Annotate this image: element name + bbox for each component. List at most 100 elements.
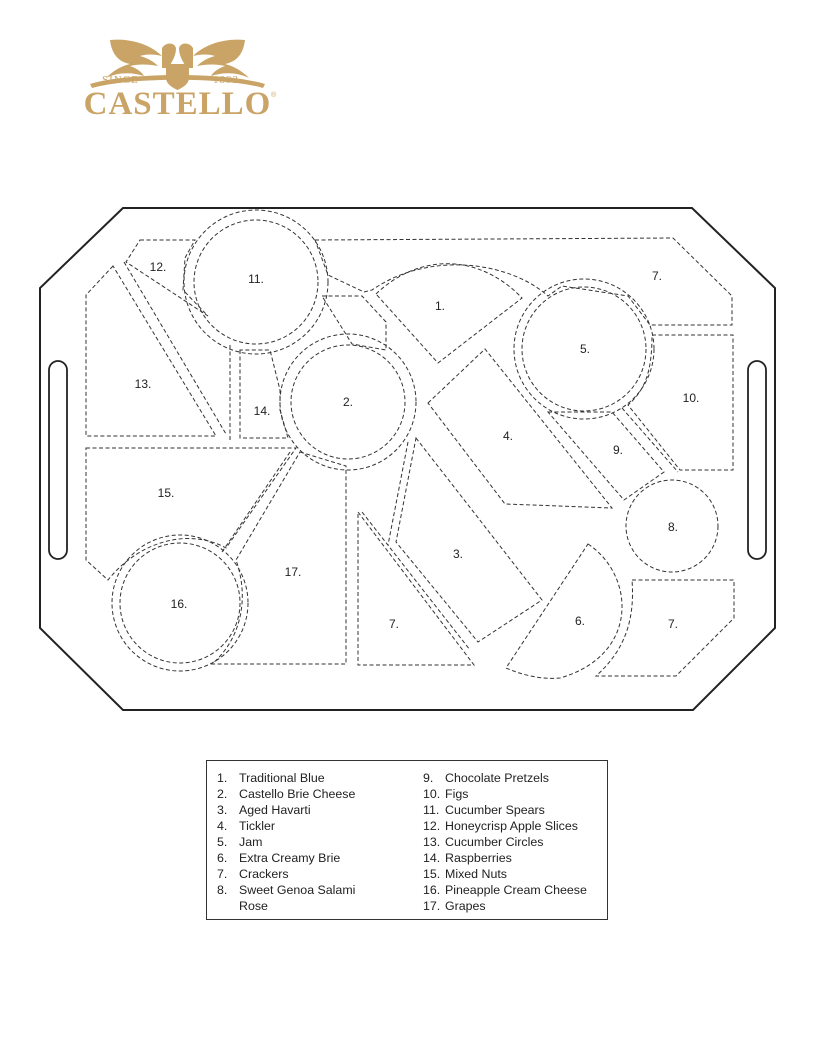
legend-number: 16.	[423, 883, 441, 897]
legend-text: Castello Brie Cheese	[239, 787, 356, 801]
logo-since-text: SINCE	[102, 74, 139, 86]
tray-label-6: 6.	[575, 614, 585, 628]
legend-text: Extra Creamy Brie	[239, 851, 341, 865]
legend-text: Mixed Nuts	[445, 867, 507, 881]
griffin-crest-icon	[90, 39, 265, 90]
legend-item: 1. Traditional Blue	[217, 770, 355, 786]
region-15	[85, 447, 297, 581]
legend-column-left: 1. Traditional Blue 2. Castello Brie Chees…	[217, 770, 355, 914]
region-5	[521, 286, 647, 412]
legend-text: Figs	[445, 787, 469, 801]
legend-item: 9. Chocolate Pretzels	[423, 770, 587, 786]
legend-number: 1.	[217, 771, 228, 785]
tray-label-2: 2.	[343, 395, 353, 409]
region-small-connector	[321, 295, 387, 351]
tray-outline	[39, 207, 776, 711]
tray-label-11: 11.	[248, 272, 264, 286]
left-handle	[48, 360, 68, 560]
legend-box: 1. Traditional Blue 2. Castello Brie Chees…	[206, 760, 608, 920]
legend-number: 3.	[217, 803, 228, 817]
legend-text: Grapes	[445, 899, 486, 913]
legend-number: 6.	[217, 851, 228, 865]
castello-logo: SINCE 1893 CASTELLO ®	[70, 34, 285, 126]
registered-mark: ®	[271, 92, 277, 99]
legend-text: Tickler	[239, 819, 276, 833]
legend-item: 12.Honeycrisp Apple Slices	[423, 818, 587, 834]
tray-label-16: 16.	[171, 597, 188, 611]
legend-number: 11.	[423, 803, 440, 817]
legend-number: 17.	[423, 899, 441, 913]
legend-item: 2. Castello Brie Cheese	[217, 786, 355, 802]
tray-label-17: 17.	[285, 565, 302, 579]
legend-text: Cucumber Spears	[445, 803, 545, 817]
tray-label-7-middle: 7.	[389, 617, 399, 631]
region-7-middle	[357, 510, 476, 666]
region-17	[210, 451, 347, 665]
legend-text: Traditional Blue	[239, 771, 325, 785]
legend-text: Crackers	[239, 867, 289, 881]
legend-text: Sweet Genoa Salami	[239, 883, 356, 897]
legend-item: 15. Mixed Nuts	[423, 866, 587, 882]
legend-item: 5. Jam	[217, 834, 355, 850]
legend-text: Chocolate Pretzels	[445, 771, 549, 785]
legend-item: 14.Raspberries	[423, 850, 587, 866]
legend-item: 4. Tickler	[217, 818, 355, 834]
legend-number: 5.	[217, 835, 228, 849]
tray-label-3: 3.	[453, 547, 463, 561]
region-9	[546, 411, 665, 501]
right-handle	[747, 360, 767, 560]
tray-label-12: 12.	[150, 260, 167, 274]
legend-item: 13.Cucumber Circles	[423, 834, 587, 850]
tray-label-7-lower-right: 7.	[668, 617, 678, 631]
legend-item: 10. Figs	[423, 786, 587, 802]
legend-number: 9.	[423, 771, 434, 785]
region-10-border	[621, 407, 679, 473]
legend-number: 14.	[423, 851, 441, 865]
legend-number: 15.	[423, 867, 441, 881]
tray-label-14: 14.	[254, 404, 271, 418]
legend-number: 8.	[217, 883, 228, 897]
tray-label-15: 15.	[158, 486, 175, 500]
region-5-outer	[513, 278, 655, 420]
legend-text-continuation: Rose	[239, 899, 268, 913]
legend-item: 8. Sweet Genoa Salami	[217, 882, 355, 898]
region-3	[395, 436, 543, 643]
legend-item: 11. Cucumber Spears	[423, 802, 587, 818]
tray-label-9: 9.	[613, 443, 623, 457]
tray-label-4: 4.	[503, 429, 513, 443]
tray-label-13: 13.	[135, 377, 152, 391]
region-10	[627, 334, 734, 471]
logo-year-text: 1893	[213, 74, 239, 86]
region-6	[505, 543, 623, 679]
legend-item: 16.Pineapple Cream Cheese	[423, 882, 587, 898]
region-11	[193, 219, 319, 345]
region-16-outer	[111, 534, 249, 672]
legend-number: 2.	[217, 787, 228, 801]
region-7-middle-border	[361, 511, 471, 651]
region-2-outer	[279, 333, 417, 471]
legend-number: 10.	[423, 787, 441, 801]
region-16	[119, 542, 241, 664]
tray-label-10: 10.	[683, 391, 700, 405]
tray-diagram: 1. 2. 3. 4. 5. 6. 7. 7. 7. 8. 9. 10. 11.…	[39, 207, 776, 711]
legend-number: 7.	[217, 867, 228, 881]
legend-column-right: 9. Chocolate Pretzels 10. Figs 11. Cucumber…	[423, 770, 587, 914]
region-13	[85, 265, 217, 437]
region-7-lower-right	[594, 579, 735, 677]
legend-text: Jam	[239, 835, 263, 849]
region-8	[625, 479, 719, 573]
tray-label-5: 5.	[580, 342, 590, 356]
tray-label-8: 8.	[668, 520, 678, 534]
region-13-border	[123, 261, 227, 435]
legend-text: Honeycrisp Apple Slices	[445, 819, 578, 833]
region-4	[427, 348, 614, 509]
region-11-outer	[183, 209, 329, 355]
legend-item: 7. Crackers	[217, 866, 355, 882]
region-2	[290, 344, 406, 460]
logo-wordmark: CASTELLO	[83, 86, 272, 122]
region-top-strip	[314, 237, 733, 326]
legend-number: 4.	[217, 819, 228, 833]
tray-label-7-top: 7.	[652, 269, 662, 283]
tray-label-1: 1.	[435, 299, 445, 313]
legend-item: 17. Grapes	[423, 898, 587, 914]
